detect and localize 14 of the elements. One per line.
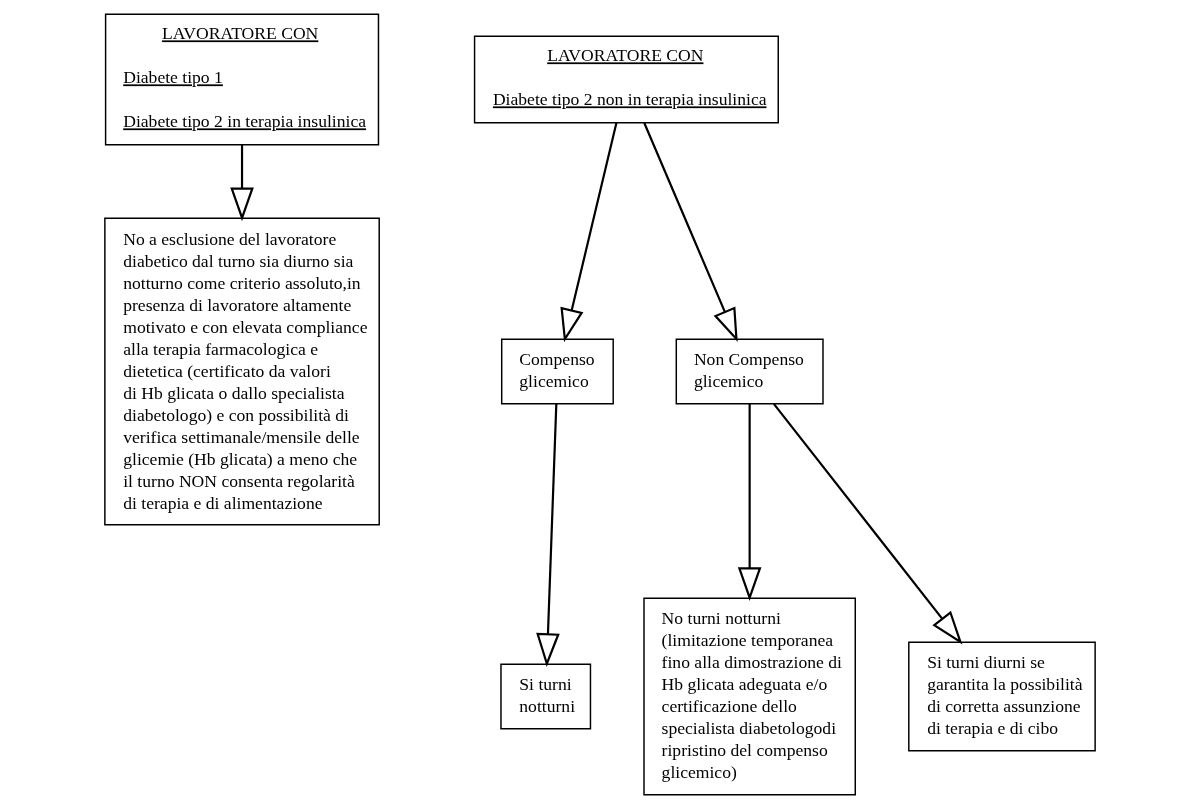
arrow — [536, 403, 560, 668]
node-box: LAVORATORE CON Diabete tipo 1 Diabete tipo 2 in terapia insulinica — [104, 13, 380, 146]
node-box: Si turni diurni se garantita la possibilità di corretta assunzione di terapia e di cibo — [908, 641, 1096, 752]
node-box: LAVORATORE CON Diabete tipo 2 non in terapia insulinica — [473, 35, 779, 124]
node-box: Compenso glicemico — [500, 338, 614, 405]
arrow — [772, 403, 963, 645]
node-box: No a esclusione del lavoratore diabetico dal turno sia diurno sia notturno come criterio assoluto,in presenza di lavoratore altamente motivato e con elevata compliance alla terapia farmacologica e dietetica (certificato da valori di Hb glicata o dallo specialista diabetologo) e con possibilità di verifica settimanale/mensile delle glicemie (Hb glicata) a meno che il turno NON consenta regolarità di terapia e di alimentazione — [104, 217, 380, 526]
node-box: No turni notturni (limitazione temporanea fino alla dimostrazione di Hb glicata adeguata e/o certificazione dello specialista diabetologodi ripristino del compenso glicemico) — [643, 597, 856, 796]
arrow — [643, 122, 738, 343]
arrow — [737, 403, 762, 601]
node-box: Si turni notturni — [500, 663, 592, 730]
arrow — [230, 145, 254, 222]
arrow — [560, 122, 618, 343]
node-box: Non Compenso glicemico — [675, 338, 824, 405]
